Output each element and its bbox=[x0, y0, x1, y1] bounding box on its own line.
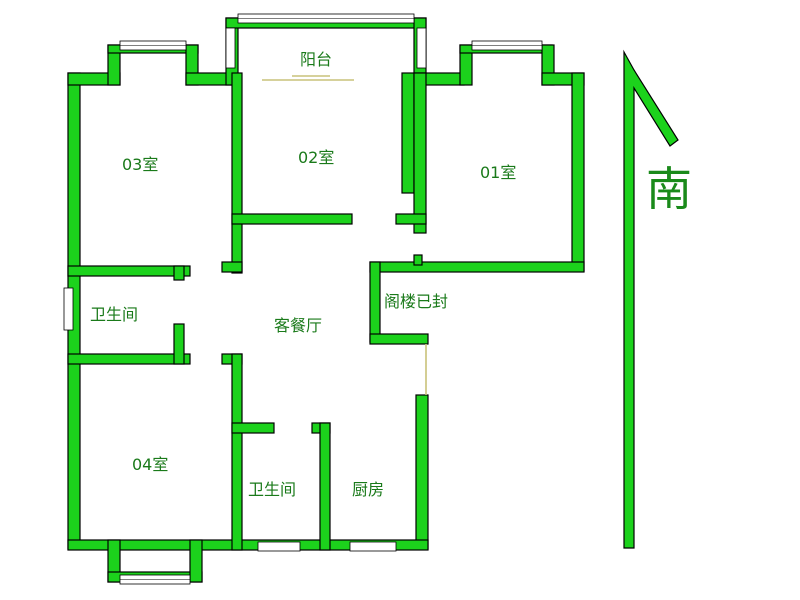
label-kitchen: 厨房 bbox=[352, 480, 384, 499]
room-labels: 阳台 02室 03室 01室 阁楼已封 卫生间 客餐厅 04室 卫生间 厨房 bbox=[90, 50, 516, 499]
wall-stub-loft bbox=[413, 254, 423, 266]
window-balcony-right bbox=[416, 27, 427, 69]
window-bath-bottom bbox=[257, 541, 301, 552]
wall-bath-left-bottom bbox=[67, 353, 191, 365]
doors bbox=[262, 75, 427, 395]
wall-kitchen-right bbox=[415, 394, 429, 550]
wall-bath-kitchen bbox=[319, 422, 331, 551]
wall-02-01-stub bbox=[395, 213, 427, 225]
wall-loft-left bbox=[369, 261, 381, 343]
wall-03-02 bbox=[231, 72, 243, 274]
wall-right-room-01 bbox=[571, 72, 585, 272]
label-balcony: 阳台 bbox=[300, 50, 332, 69]
window-balcony-left bbox=[225, 27, 236, 69]
wall-bottom-main bbox=[67, 539, 429, 551]
wall-02-bottom bbox=[231, 213, 353, 225]
wall-bath-bottom-left-vert bbox=[231, 353, 243, 551]
wall-room-04-bay-right bbox=[189, 539, 203, 583]
window-bath-left bbox=[63, 287, 74, 331]
wall-bottom-room-01 bbox=[369, 261, 585, 273]
wall-02-01-upper bbox=[401, 72, 415, 194]
window-kitchen bbox=[349, 541, 397, 552]
wall-bath-bottom-top bbox=[231, 422, 275, 434]
compass-arrow-icon bbox=[623, 49, 679, 549]
label-bathroom-bottom: 卫生间 bbox=[248, 480, 296, 499]
label-loft: 阁楼已封 bbox=[384, 292, 448, 311]
label-living-dining: 客餐厅 bbox=[274, 316, 322, 335]
label-bathroom-left: 卫生间 bbox=[90, 305, 138, 324]
label-room-01: 01室 bbox=[480, 163, 516, 182]
wall-03-bottom bbox=[67, 265, 191, 277]
label-room-02: 02室 bbox=[298, 148, 334, 167]
label-room-03: 03室 bbox=[122, 155, 158, 174]
wall-living-stub-top bbox=[221, 261, 243, 273]
compass-south-label: 南 bbox=[646, 162, 692, 216]
windows bbox=[63, 13, 543, 585]
wall-03-bottom-stub bbox=[173, 265, 185, 281]
compass: 南 bbox=[623, 49, 692, 549]
wall-bath-left-stub bbox=[173, 323, 185, 365]
label-room-04: 04室 bbox=[132, 455, 168, 474]
interior-walls bbox=[67, 72, 427, 551]
wall-02-01-lower bbox=[413, 72, 427, 234]
wall-loft-bottom bbox=[369, 333, 429, 345]
